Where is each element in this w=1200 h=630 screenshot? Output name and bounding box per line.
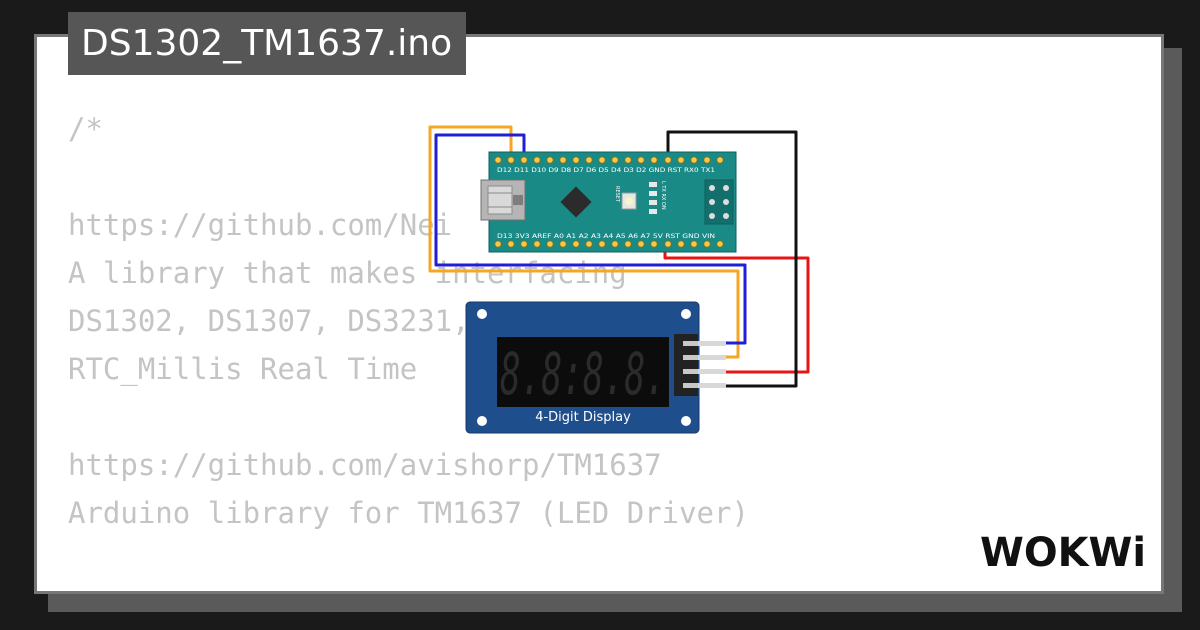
status-leds	[649, 182, 657, 214]
wokwi-logo: WOKWi	[980, 530, 1146, 576]
usb-connector	[480, 179, 526, 221]
led-labels: L TX RX ON	[660, 181, 666, 210]
top-pin-row	[494, 156, 724, 164]
reset-button[interactable]	[621, 192, 637, 210]
wire-black	[666, 130, 798, 388]
display-window	[497, 337, 669, 407]
code-line: /*	[68, 112, 103, 146]
top-pin-labels: D12 D11 D10 D9 D8 D7 D6 D5 D4 D3 D2 GND …	[497, 167, 715, 174]
display-digits: 8.8:8.8.	[500, 340, 666, 408]
bottom-pin-labels: D13 3V3 AREF A0 A1 A2 A3 A4 A5 A6 A7 5V …	[497, 233, 715, 240]
wire-red	[663, 242, 810, 374]
wokwi-logo-text: WOKWi	[980, 530, 1146, 576]
bottom-pin-row	[494, 240, 724, 248]
code-line: Arduino library for TM1637 (LED Driver)	[68, 496, 749, 530]
wire-orange	[428, 125, 740, 359]
display-label: 4-Digit Display	[535, 410, 631, 425]
code-line: https://github.com/avishorp/TM1637	[68, 448, 662, 482]
icsp-header	[704, 179, 734, 225]
display-pin-header	[674, 334, 726, 396]
arduino-nano[interactable]: D12 D11 D10 D9 D8 D7 D6 D5 D4 D3 D2 GND …	[480, 151, 737, 253]
wires	[428, 125, 810, 388]
wire-blue	[434, 133, 747, 345]
code-line: A library that makes interfacing	[68, 256, 627, 290]
tm1637-display-module[interactable]: 8.8:8.8. 4-Digit Display	[465, 301, 726, 434]
reset-label: RESET	[614, 186, 620, 203]
code-line: https://github.com/Nei	[68, 208, 453, 242]
file-title: DS1302_TM1637.ino	[68, 12, 467, 75]
